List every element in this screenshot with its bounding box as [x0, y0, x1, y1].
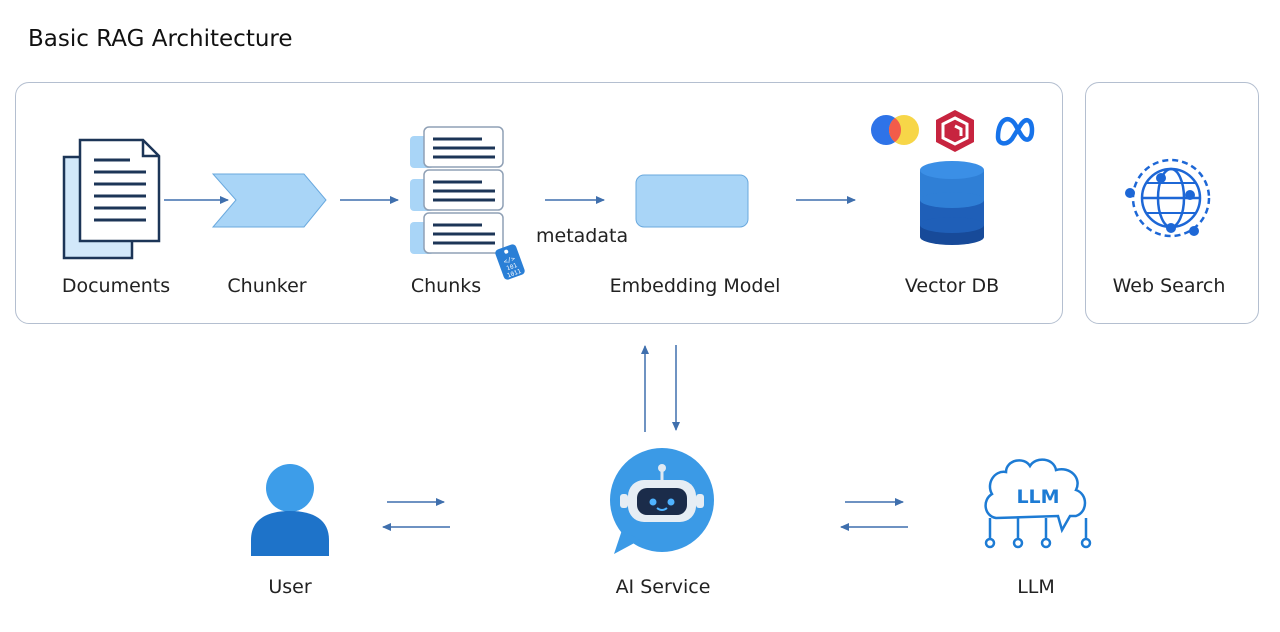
- chunks-label: Chunks: [410, 275, 482, 297]
- user-icon: [251, 464, 329, 556]
- meta-logo-icon: [995, 117, 1035, 146]
- user-label: User: [268, 576, 312, 598]
- svg-text:1011: 1011: [506, 268, 522, 280]
- svg-text:101: 101: [506, 262, 519, 272]
- chunker-icon: [211, 173, 327, 228]
- binary-tag-icon: </> 101 1011: [495, 244, 525, 280]
- metadata-label: metadata: [536, 225, 629, 247]
- vendor-logo-hexagon-icon: [936, 110, 974, 152]
- documents-icon: [62, 138, 161, 260]
- chunks-icon: [410, 126, 504, 254]
- llm-icon-text: LLM: [1016, 486, 1059, 508]
- ai-service-label: AI Service: [615, 576, 711, 598]
- embedding-model-label: Embedding Model: [609, 275, 781, 297]
- pipeline-arrows: [164, 196, 908, 531]
- svg-text:</>: </>: [502, 254, 516, 266]
- vector-db-label: Vector DB: [904, 275, 1000, 297]
- web-search-panel: [1085, 82, 1259, 324]
- web-search-globe-icon: [1125, 158, 1211, 238]
- diagram-title: Basic RAG Architecture: [28, 26, 293, 52]
- vendor-logo-circles-icon: [871, 115, 919, 145]
- documents-label: Documents: [61, 275, 171, 297]
- embedding-model-icon: [635, 174, 749, 228]
- chunker-label: Chunker: [227, 275, 307, 297]
- web-search-label: Web Search: [1112, 275, 1226, 297]
- llm-brain-icon: LLM: [984, 458, 1092, 549]
- vector-db-icon: [920, 161, 984, 245]
- llm-label: LLM: [1017, 576, 1055, 598]
- ai-service-icon: [610, 448, 714, 554]
